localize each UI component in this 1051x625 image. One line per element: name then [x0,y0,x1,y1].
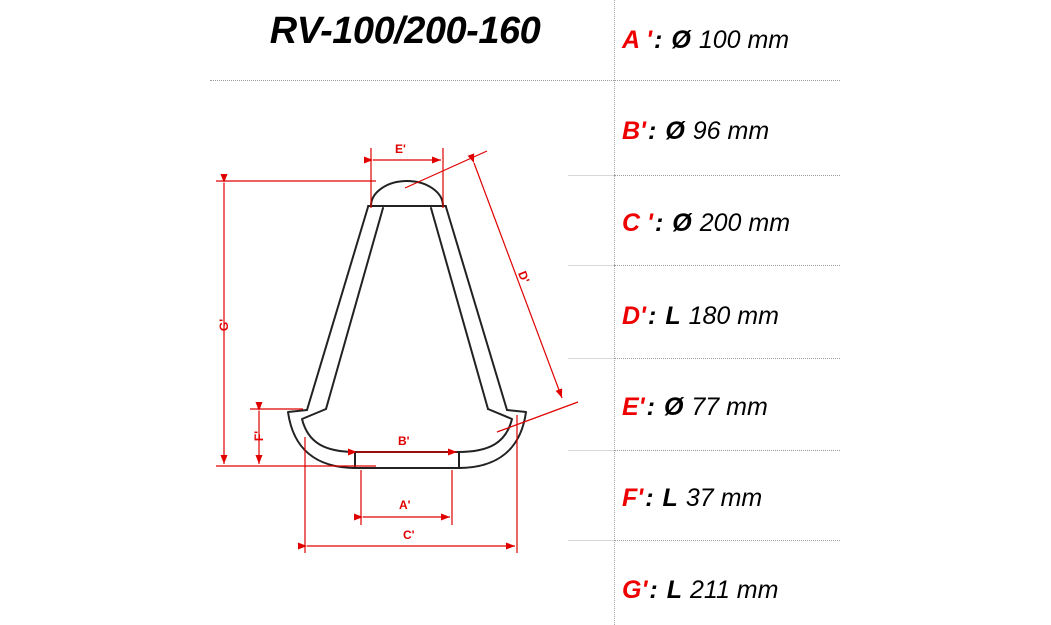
spec-colon-b: : [648,116,657,145]
spec-key-b: B' [622,116,646,145]
dome-cap-outline [370,180,444,207]
cone-wall-left-outer [306,206,369,411]
spec-row-b: B' : Ø 96 mm [622,111,1042,151]
dim-label-a: A' [399,498,411,512]
spec-value-f: 37 mm [685,483,763,512]
spec-colon-d: : [648,301,657,330]
dim-label-f: F' [252,430,266,442]
base-flare-right-outer [457,409,527,469]
spec-value-c: 200 mm [699,208,791,237]
row-separator-2-solid [568,175,616,176]
spec-value-d: 180 mm [688,301,779,330]
base-flare-right-inner [457,408,513,453]
row-separator-6 [614,540,840,541]
spec-key-a: A ' [622,25,653,54]
spec-row-c: C ' : Ø 200 mm [622,203,1042,243]
base-flare-left-inner [301,408,357,453]
dim-label-e: E' [395,142,406,156]
spec-row-e: E' : Ø 77 mm [622,387,1042,427]
spec-colon-e: : [646,392,655,421]
part-outline [287,180,527,469]
spec-key-c: C ' [622,208,653,237]
dim-label-g: G' [217,318,231,332]
page-title: RV-100/200-160 [269,10,541,52]
spec-key-d: D' [622,301,646,330]
spec-colon-g: : [649,575,658,604]
dimension-lines [216,148,579,553]
length-symbol-d: L [665,301,681,330]
row-separator-3-solid [568,265,616,266]
length-symbol-f: L [662,483,678,512]
spec-row-f: F' : L 37 mm [622,478,1042,518]
spec-key-f: F' [622,483,644,512]
dim-label-c: C' [403,528,415,542]
spec-value-g: 211 mm [690,575,779,604]
ext-line-d-bottom [496,401,579,433]
diameter-symbol-c: Ø [672,208,692,237]
spec-colon-c: : [654,208,664,237]
row-separator-5 [614,450,840,451]
cone-wall-left-inner [325,207,384,410]
diameter-symbol-b: Ø [665,116,685,145]
base-flare-left-outer [287,409,357,469]
spec-value-b: 96 mm [692,116,770,145]
spec-row-a: A ' : Ø 100 mm [622,20,1042,60]
row-separator-6-solid [568,540,616,541]
ext-line-d-top [404,150,488,189]
column-divider [614,0,615,625]
row-separator-4 [614,358,840,359]
row-separator-3 [614,265,840,266]
dim-line-d [467,153,563,399]
row-separator-2 [614,175,840,176]
row-separator-5-solid [568,450,616,451]
spec-colon-f: : [645,483,654,512]
dim-label-b: B' [398,434,410,448]
spec-colon-a: : [654,25,663,54]
length-symbol-g: L [666,575,682,604]
spec-value-e: 77 mm [691,392,768,421]
spec-key-e: E' [622,392,645,421]
diameter-symbol-a: Ø [671,25,691,54]
diameter-symbol-e: Ø [663,392,684,421]
row-separator-4-solid [568,358,616,359]
cone-wall-right-outer [445,206,508,411]
spec-row-d: D' : L 180 mm [622,296,1042,336]
cone-wall-right-inner [430,207,489,410]
spec-row-g: G' : L 211 mm [622,570,1042,610]
row-separator-1 [210,80,840,81]
spec-key-g: G' [622,575,648,604]
spec-value-a: 100 mm [698,25,790,54]
